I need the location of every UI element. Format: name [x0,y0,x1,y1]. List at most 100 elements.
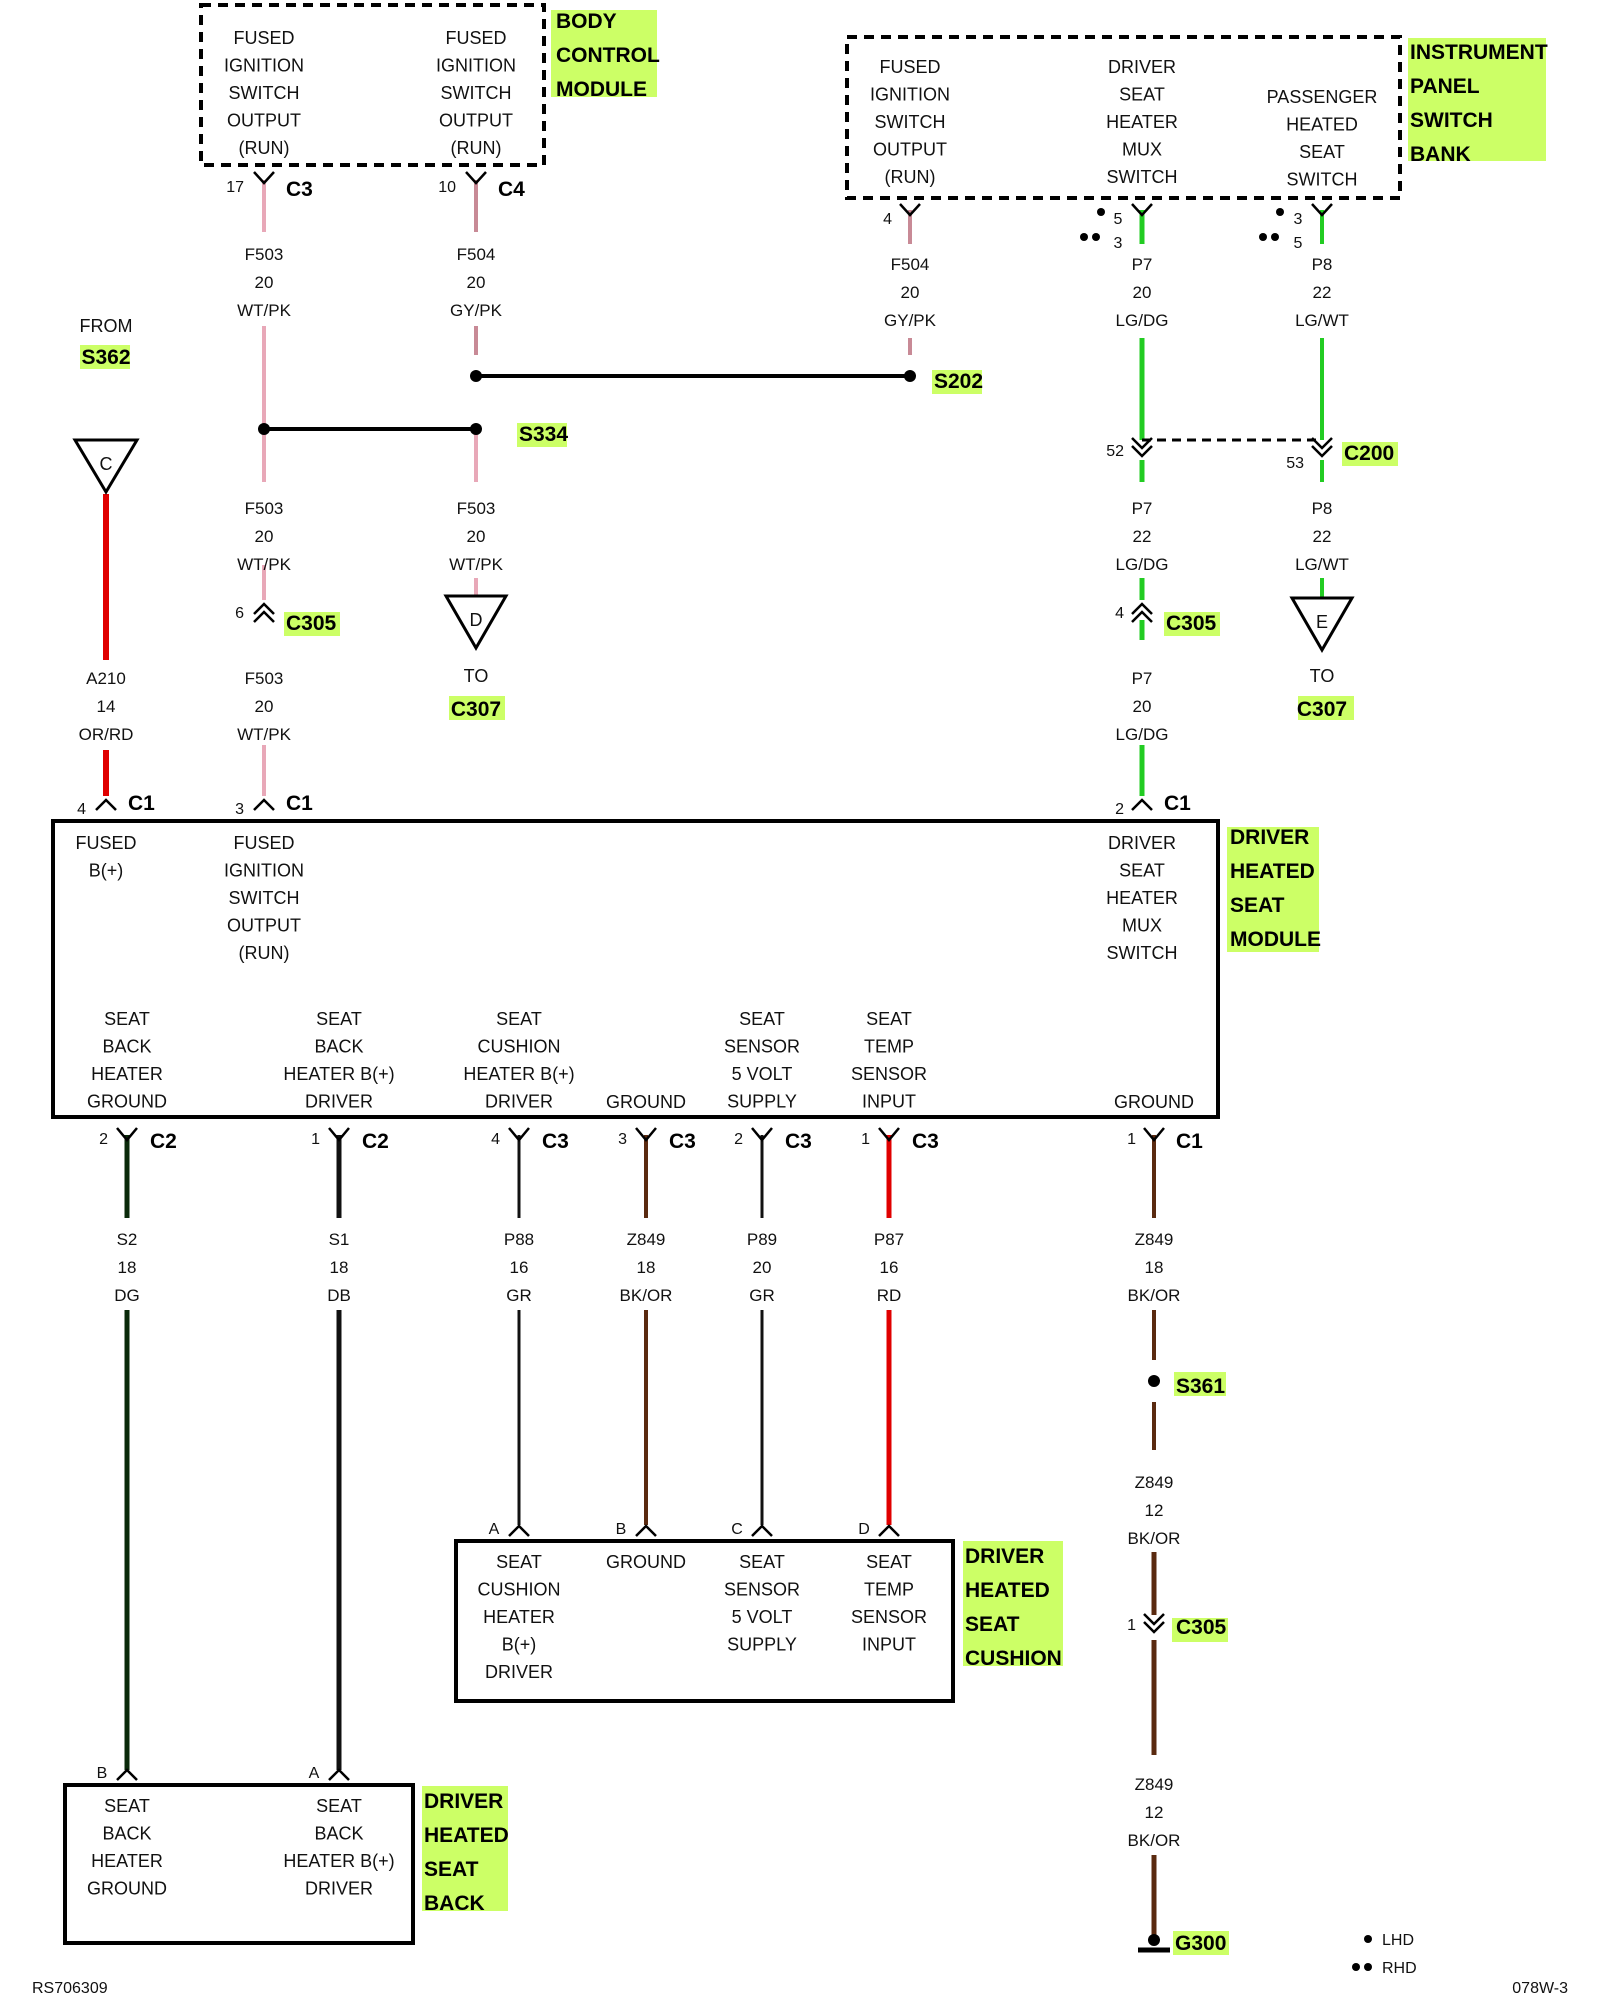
wire-p88-line-2: GR [506,1286,532,1305]
wire-p7a-line-2: LG/DG [1116,311,1169,330]
wire-f503c-line-0: F503 [457,499,496,518]
ipsb-title-line-2: SWITCH [1410,109,1493,132]
connector-cush-b: B [616,1521,627,1538]
wire-a210-line-1: 14 [97,697,116,716]
ipsb-col2-line-3: MUX [1122,140,1162,160]
wire-p8a-line-2: LG/WT [1295,311,1349,330]
dhsm-b3-line-1: CUSHION [477,1037,560,1057]
dhsm-top3-line-3: MUX [1122,916,1162,936]
ground-g300: G300 [1175,1932,1226,1955]
wire-a210-line-0: A210 [86,669,126,688]
bcm-right-pin-line-3: OUTPUT [439,111,513,131]
connector-c200-53: 53 [1286,455,1304,472]
dhsm-top1-line-0: FUSED [75,833,136,853]
instrument-panel-switch-bank-box [845,35,1402,200]
cushion-c4-line-3: INPUT [862,1635,916,1655]
connector-c305a-pin: 6 [235,605,244,622]
bcm-left-pin-line-2: SWITCH [229,83,300,103]
connector-ipsb-p5: 5 [1114,211,1123,228]
wire-z849a-line-1: 18 [637,1258,656,1277]
dhsm-top3-line-0: DRIVER [1108,833,1176,853]
connector-dm-c1a: C1 [128,792,155,815]
wire-z849c-line-0: Z849 [1135,1473,1174,1492]
wire-p7a-line-0: P7 [1132,255,1153,274]
wire-p8a-line-1: 22 [1313,283,1332,302]
bcm-left-pin-line-3: OUTPUT [227,111,301,131]
cushion-c1-line-1: CUSHION [477,1580,560,1600]
connector-dm-c3b: C3 [669,1130,696,1153]
cushion-title-line-1: HEATED [965,1579,1050,1602]
wire-f503b-line-1: 20 [255,527,274,546]
dhsm-title-line-2: SEAT [1230,894,1285,917]
connector-dm-c1a-pin: 4 [77,801,86,818]
wire-z849d-line-2: BK/OR [1128,1831,1181,1850]
wire-p7b-line-0: P7 [1132,499,1153,518]
dhsm-b5-line-0: SEAT [739,1009,785,1029]
dhsm-top3-line-2: HEATER [1106,888,1178,908]
wire-f504a-line-1: 20 [467,273,486,292]
wire-p89-line-1: 20 [753,1258,772,1277]
dhsm-b1-line-1: BACK [102,1037,151,1057]
cushion-c1-line-3: B(+) [502,1635,537,1655]
dhsm-top2-line-2: SWITCH [229,888,300,908]
connector-c200-52: 52 [1106,443,1124,460]
bcm-right-pin-line-4: (RUN) [451,138,502,158]
connector-dm-c3d: C3 [912,1130,939,1153]
ref-s362: S362 [81,346,130,369]
connector-dm-c1c-pin: 2 [1115,801,1124,818]
wire-s2-line-0: S2 [117,1230,138,1249]
dhsm-b7-line-0: GROUND [1114,1092,1194,1112]
connector-dm-c1b: C1 [286,792,313,815]
wire-z849a-line-0: Z849 [627,1230,666,1249]
connector-cush-c: C [731,1521,743,1538]
dhsm-top1-line-1: B(+) [89,861,124,881]
dhsm-b1-line-0: SEAT [104,1009,150,1029]
ipsb-col1-line-0: FUSED [879,57,940,77]
dhsm-b5-line-2: 5 VOLT [732,1064,793,1084]
connector-back-a: A [309,1765,320,1782]
ipsb-title-line-0: INSTRUMENT [1410,41,1548,64]
connector-dm-c3a: C3 [542,1130,569,1153]
wire-f503c-line-1: 20 [467,527,486,546]
wire-p87-line-2: RD [877,1286,902,1305]
bcm-left-pin-line-4: (RUN) [239,138,290,158]
dhsm-title-line-0: DRIVER [1230,826,1309,849]
back-c2-line-3: DRIVER [305,1879,373,1899]
wire-s1-line-2: DB [327,1286,351,1305]
dhsm-b2-line-1: BACK [314,1037,363,1057]
wire-p88-line-1: 16 [510,1258,529,1277]
ipsb-col1-line-4: (RUN) [885,167,936,187]
cushion-c3-line-2: 5 VOLT [732,1607,793,1627]
wire-p8b-line-2: LG/WT [1295,555,1349,574]
splice-s334: S334 [519,423,568,446]
back-title-line-1: HEATED [424,1824,509,1847]
cushion-c3-line-1: SENSOR [724,1580,800,1600]
connector-c305c: C305 [1176,1616,1227,1639]
ipsb-col1-line-1: IGNITION [870,85,950,105]
splice-s202: S202 [934,370,983,393]
ref-from: FROM [80,316,133,336]
dhsm-b2-line-2: HEATER B(+) [283,1064,394,1084]
connector-dm-c3d-pin: 1 [861,1131,870,1148]
dhsm-top2-line-0: FUSED [233,833,294,853]
title-highlights [80,10,1546,1955]
wires [103,180,1324,1935]
driver-heated-seat-module-box [51,819,1220,1119]
cushion-title-line-0: DRIVER [965,1545,1044,1568]
triangle-d-label: D [470,610,483,630]
back-c1-line-2: HEATER [91,1851,163,1871]
wire-f504b-line-1: 20 [901,283,920,302]
connector-dm-c3c-pin: 2 [734,1131,743,1148]
wire-s2-line-1: 18 [118,1258,137,1277]
dhsm-title-line-1: HEATED [1230,860,1315,883]
connector-dm-c3c: C3 [785,1130,812,1153]
cushion-c3-line-3: SUPPLY [727,1635,797,1655]
back-c2-line-1: BACK [314,1824,363,1844]
cushion-c2-line-0: GROUND [606,1552,686,1572]
wire-f503a-line-1: 20 [255,273,274,292]
wire-p88-line-0: P88 [504,1230,534,1249]
connector-cush-a: A [489,1521,500,1538]
wire-f503d-line-1: 20 [255,697,274,716]
connector-dm-c1c: C1 [1164,792,1191,815]
